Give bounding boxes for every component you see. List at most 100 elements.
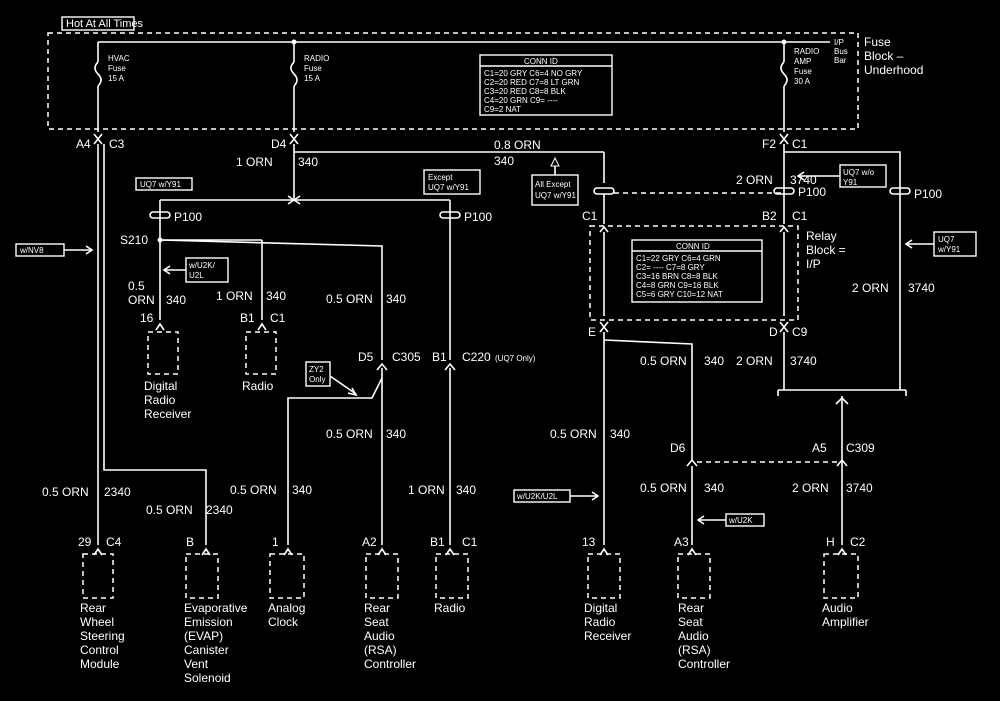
wire-3740-right bbox=[784, 151, 901, 390]
wire-label-340-top: 340 bbox=[494, 154, 514, 168]
splice-s210: S210 bbox=[120, 233, 148, 247]
pin-b1-c220: B1 bbox=[432, 350, 447, 364]
wu2k-right-text: w/U2K bbox=[728, 516, 753, 525]
comp-7-box bbox=[823, 553, 859, 599]
wire-label-05-orn-e: 0.5 ORN bbox=[42, 485, 89, 499]
fuse-radio-symbol bbox=[290, 61, 298, 87]
comp-5-l1: Digital bbox=[584, 601, 617, 615]
uq7-w-note bbox=[933, 231, 977, 257]
pin-p100-mid: P100 bbox=[464, 210, 492, 224]
c220-note: (UQ7 Only) bbox=[495, 354, 536, 363]
wire-label-3740-m: 3740 bbox=[846, 481, 873, 495]
comp-0-box bbox=[82, 553, 114, 599]
wire-label-340-k: 340 bbox=[610, 427, 630, 441]
component-rsa-1: A2 Rear Seat Audio (RSA) Controller bbox=[362, 535, 416, 671]
uq7-wy91-text: UQ7 w/Y91 bbox=[140, 180, 181, 189]
component-digital-radio-2: 13 Digital Radio Receiver bbox=[582, 535, 631, 643]
comp-3-pin: A2 bbox=[362, 535, 377, 549]
bus-bar-label-2: Bus bbox=[834, 47, 848, 56]
comp-1-l6: Solenoid bbox=[184, 671, 231, 685]
conn-id-1-row-4: C9=2 NAT bbox=[484, 105, 521, 114]
wire-label-1-orn: 1 ORN bbox=[236, 155, 273, 169]
conn-id-1-title: CONN ID bbox=[524, 57, 558, 66]
comp-5-pin: 13 bbox=[582, 535, 596, 549]
radio-top-label: Radio bbox=[242, 379, 274, 393]
uq7-wo-l1: UQ7 w/o bbox=[843, 168, 875, 177]
fuse-block-label-2: Block – bbox=[864, 49, 904, 63]
wire-label-05-orn-k: 0.5 ORN bbox=[550, 427, 597, 441]
pin-16: 16 bbox=[140, 311, 154, 325]
wu2k-u2l-text: w/U2K/U2L bbox=[516, 492, 558, 501]
comp-7-conn: C2 bbox=[850, 535, 866, 549]
comp-1-l4: Canister bbox=[184, 643, 229, 657]
all-except-l2: UQ7 w/Y91 bbox=[535, 191, 576, 200]
fuse-amp-l1: RADIO bbox=[794, 47, 819, 56]
relay-block-l2: Block = bbox=[806, 243, 846, 257]
fuse-radio-l1: RADIO bbox=[304, 54, 329, 63]
comp-4-box bbox=[435, 553, 469, 599]
comp-3-l2: Seat bbox=[364, 615, 389, 629]
comp-4-pin: B1 bbox=[430, 535, 445, 549]
wire-label-340-i: 340 bbox=[704, 354, 724, 368]
conn-id-1-row-0: C1=20 GRY C6=4 NO GRY bbox=[484, 69, 583, 78]
comp-1-l3: (EVAP) bbox=[184, 629, 223, 643]
wire-label-340-a: 340 bbox=[166, 293, 186, 307]
pin-a4: A4 bbox=[76, 137, 91, 151]
fuse-block-label-3: Underhood bbox=[864, 63, 923, 77]
pin-p100-far-right: P100 bbox=[914, 187, 942, 201]
wire-label-2340-e: 2340 bbox=[104, 485, 131, 499]
wire-label-340-d: 340 bbox=[386, 427, 406, 441]
comp-4-conn: C1 bbox=[462, 535, 478, 549]
comp-3-l1: Rear bbox=[364, 601, 390, 615]
bus-bar-label-1: I/P bbox=[834, 38, 844, 47]
fuse-hvac-symbol bbox=[94, 61, 102, 87]
comp-1-l5: Vent bbox=[184, 657, 209, 671]
comp-1-l2: Emission bbox=[184, 615, 233, 629]
except-l2: UQ7 w/Y91 bbox=[428, 183, 469, 192]
pin-c1-top: C1 bbox=[270, 311, 286, 325]
component-rwsc: 29 C4 Rear Wheel Steering Control Module bbox=[78, 535, 125, 671]
fuse-amp-l2: AMP bbox=[794, 57, 811, 66]
zy2-l2: Only bbox=[309, 375, 325, 384]
comp-3-l4: (RSA) bbox=[364, 643, 397, 657]
pin-p100-right: P100 bbox=[798, 185, 826, 199]
pin-c9: C9 bbox=[792, 325, 808, 339]
wire-to-c305 bbox=[159, 239, 383, 360]
wire-label-340-g: 340 bbox=[292, 483, 312, 497]
fuse-radio-amp-symbol bbox=[780, 61, 788, 87]
comp-4-l1: Radio bbox=[434, 601, 466, 615]
comp-1-pin: B bbox=[186, 535, 194, 549]
comp-6-l1: Rear bbox=[678, 601, 704, 615]
fuse-hvac-l3: 15 A bbox=[108, 74, 125, 83]
comp-3-box bbox=[365, 553, 399, 599]
pin-d6: D6 bbox=[670, 441, 686, 455]
comp-7-l1: Audio bbox=[822, 601, 853, 615]
p100-mid-connector bbox=[439, 211, 461, 219]
comp-6-pin: A3 bbox=[674, 535, 689, 549]
conn-id-2-row-4: C5=6 GRY C10=12 NAT bbox=[636, 290, 723, 299]
uq7-wy91-note bbox=[135, 177, 193, 191]
pin-c309: C309 bbox=[846, 441, 875, 455]
comp-3-l3: Audio bbox=[364, 629, 395, 643]
comp-7-l2: Amplifier bbox=[822, 615, 869, 629]
comp-7-pin: H bbox=[826, 535, 835, 549]
pin-b2: B2 bbox=[762, 209, 777, 223]
comp-6-l5: Controller bbox=[678, 657, 730, 671]
pin-e: E bbox=[588, 325, 596, 339]
comp-1-l1: Evaporative bbox=[184, 601, 248, 615]
zy2-note bbox=[305, 361, 331, 387]
pin-d4: D4 bbox=[271, 137, 287, 151]
wire-label-05-orn-l: 0.5 ORN bbox=[640, 481, 687, 495]
pin-f2: F2 bbox=[762, 137, 776, 151]
wire-label-05-orn-c: 0.5 ORN bbox=[326, 292, 373, 306]
digital-radio-receiver-top-l2: Radio bbox=[144, 393, 176, 407]
hot-label: Hot At All Times bbox=[66, 18, 144, 30]
pin-c1-fuse: C1 bbox=[792, 137, 808, 151]
pin-p100-left: P100 bbox=[174, 210, 202, 224]
pin-c3: C3 bbox=[109, 137, 125, 151]
p100-left-connector bbox=[149, 211, 171, 219]
wire-label-2340-f: 2340 bbox=[206, 503, 233, 517]
comp-3-l5: Controller bbox=[364, 657, 416, 671]
